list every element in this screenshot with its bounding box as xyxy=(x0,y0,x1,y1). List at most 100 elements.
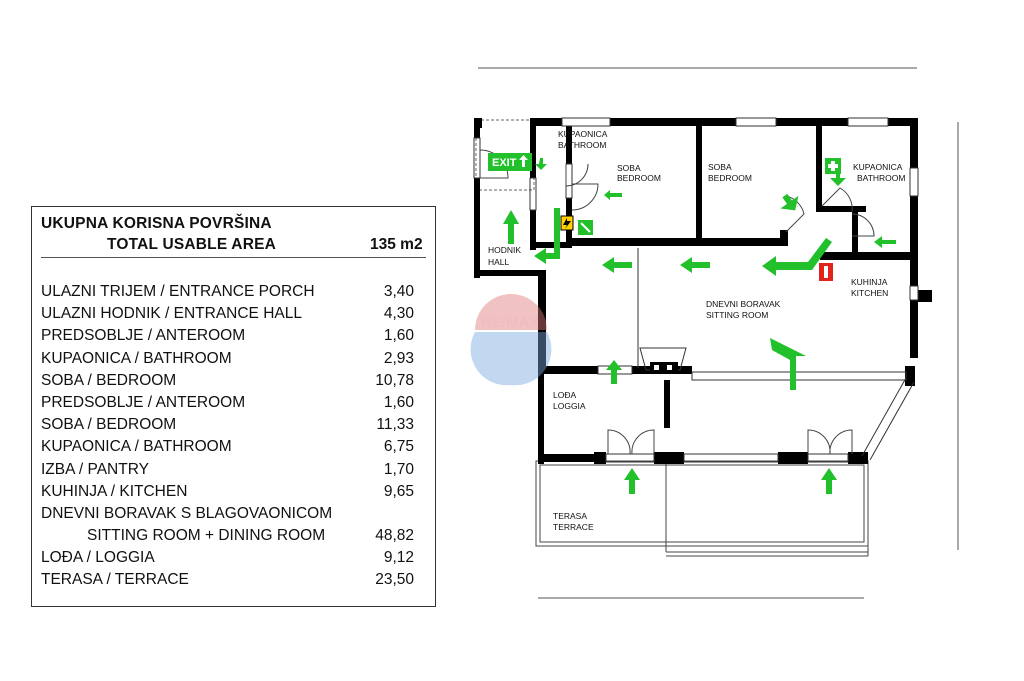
arrow-pantry xyxy=(874,236,896,248)
label-bedroom1-hr: SOBA xyxy=(617,163,641,173)
arrow-bedroom2 xyxy=(780,193,799,211)
row-label: SOBA / BEDROOM xyxy=(41,416,177,434)
arrow-up-terrace-1-head xyxy=(624,468,640,480)
label-bathroom1-hr: KUPAONICA xyxy=(558,129,608,139)
table-row: SOBA / BEDROOM 10,78 xyxy=(41,370,426,392)
row-value: 48,82 xyxy=(375,527,414,545)
row-label: KUHINJA / KITCHEN xyxy=(41,482,188,500)
table-row: KUPAONICA / BATHROOM 6,75 xyxy=(41,436,426,458)
first-aid-icon xyxy=(825,158,841,174)
arrow-left-2 xyxy=(690,262,710,268)
windows xyxy=(473,117,919,463)
label-bathroom2-en: BATHROOM xyxy=(857,173,905,183)
row-label: ULAZNI HODNIK / ENTRANCE HALL xyxy=(41,305,302,323)
table-row: DNEVNI BORAVAK S BLAGOVAONICOM xyxy=(41,503,426,525)
table-row: SITTING ROOM + DINING ROOM 48,82 xyxy=(41,525,426,547)
arrow-left-anteroom xyxy=(544,253,560,259)
remax-watermark: RE/MAX xyxy=(470,294,552,386)
table-total-area: 135 m2 xyxy=(370,236,423,253)
row-label: LOĐA / LOGGIA xyxy=(41,549,155,567)
label-hall-hr: HODNIK xyxy=(488,245,521,255)
label-bedroom1-en: BEDROOM xyxy=(617,173,661,183)
arrow-left-2-head xyxy=(680,257,692,273)
table-title-hr: UKUPNA KORISNA POVRŠINA xyxy=(41,215,272,232)
area-table: UKUPNA KORISNA POVRŠINA TOTAL USABLE ARE… xyxy=(31,206,436,607)
table-row: SOBA / BEDROOM 11,33 xyxy=(41,414,426,436)
table-divider xyxy=(41,257,426,258)
arrow-left-1-head xyxy=(602,257,614,273)
label-living-hr: DNEVNI BORAVAK xyxy=(706,299,781,309)
arrow-up-hall xyxy=(508,222,514,244)
fire-extinguisher-icon xyxy=(819,263,833,281)
label-loggia-en: LOGGIA xyxy=(553,401,586,411)
table-row: PREDSOBLJE / ANTEROOM 1,60 xyxy=(41,392,426,414)
row-label: SITTING ROOM + DINING ROOM xyxy=(87,527,326,545)
table-row: LOĐA / LOGGIA 9,12 xyxy=(41,547,426,569)
exit-sign: EXIT xyxy=(488,153,532,171)
arrow-up-living xyxy=(770,338,806,390)
row-value: 1,70 xyxy=(383,460,414,478)
walls xyxy=(474,118,932,464)
row-label: DNEVNI BORAVAK S BLAGOVAONICOM xyxy=(41,504,333,522)
arrow-up-hall-head xyxy=(503,210,519,224)
label-hall-en: HALL xyxy=(488,257,510,267)
arrow-up-loggia xyxy=(611,368,617,384)
arrow-bath2 xyxy=(830,172,846,186)
arrow-bath1 xyxy=(535,158,547,170)
row-value: 10,78 xyxy=(375,371,414,389)
arrow-left-3 xyxy=(762,238,832,276)
fireplace xyxy=(639,347,687,374)
row-label: PREDSOBLJE / ANTEROOM xyxy=(41,393,246,411)
row-label: PREDSOBLJE / ANTEROOM xyxy=(41,327,246,345)
table-title-en: TOTAL USABLE AREA xyxy=(107,236,277,253)
label-bedroom2-hr: SOBA xyxy=(708,162,732,172)
doors xyxy=(479,149,875,455)
arrow-bedroom1 xyxy=(604,190,622,200)
row-value: 11,33 xyxy=(376,416,414,434)
terrace-outline xyxy=(535,460,869,557)
row-label: KUPAONICA / BATHROOM xyxy=(41,438,232,456)
row-label: TERASA / TERRACE xyxy=(41,571,189,589)
arrow-left-1 xyxy=(612,262,632,268)
label-kitchen-hr: KUHINJA xyxy=(851,277,888,287)
arrow-up-terrace-1 xyxy=(629,478,635,494)
label-bathroom1-en: BATHROOM xyxy=(558,140,606,150)
exit-sign-text: EXIT xyxy=(492,157,517,169)
evacuation-arrows xyxy=(503,158,896,494)
watermark-text: RE/MAX xyxy=(481,314,539,331)
row-value: 1,60 xyxy=(383,327,414,345)
row-label: ULAZNI TRIJEM / ENTRANCE PORCH xyxy=(41,283,315,300)
row-label: SOBA / BEDROOM xyxy=(41,371,177,389)
table-row: PREDSOBLJE / ANTEROOM 1,60 xyxy=(41,325,426,347)
row-value: 6,75 xyxy=(383,438,414,456)
label-terrace-en: TERRACE xyxy=(553,522,594,532)
row-label: KUPAONICA / BATHROOM xyxy=(41,349,232,367)
table-row: ULAZNI HODNIK / ENTRANCE HALL 4,30 xyxy=(41,303,426,325)
row-value: 1,60 xyxy=(383,393,414,411)
table-row: KUHINJA / KITCHEN 9,65 xyxy=(41,481,426,503)
row-value: 4,30 xyxy=(383,305,414,323)
table-row: IZBA / PANTRY 1,70 xyxy=(41,459,426,481)
label-living-en: SITTING ROOM xyxy=(706,310,768,320)
label-bedroom2-en: BEDROOM xyxy=(708,173,752,183)
electrical-panel-icon xyxy=(560,215,574,231)
table-row: TERASA / TERRACE 23,50 xyxy=(41,569,426,591)
key-icon xyxy=(578,220,593,235)
arrow-left-anteroom-head xyxy=(534,248,546,264)
row-value: 9,65 xyxy=(383,482,414,500)
arrow-up-terrace-2 xyxy=(826,478,832,494)
row-value: 9,12 xyxy=(383,549,414,567)
table-row: ULAZNI TRIJEM / ENTRANCE PORCH 3,40 xyxy=(41,281,426,303)
row-value: 23,50 xyxy=(375,571,414,589)
row-value: 2,93 xyxy=(383,349,414,367)
label-bathroom2-hr: KUPAONICA xyxy=(853,162,903,172)
row-value: 3,40 xyxy=(383,283,414,300)
arrow-down-anteroom xyxy=(554,208,560,258)
row-label: IZBA / PANTRY xyxy=(41,460,149,478)
label-kitchen-en: KITCHEN xyxy=(851,288,888,298)
label-terrace-hr: TERASA xyxy=(553,511,587,521)
table-row: KUPAONICA / BATHROOM 2,93 xyxy=(41,348,426,370)
label-loggia-hr: LOĐA xyxy=(553,390,576,400)
